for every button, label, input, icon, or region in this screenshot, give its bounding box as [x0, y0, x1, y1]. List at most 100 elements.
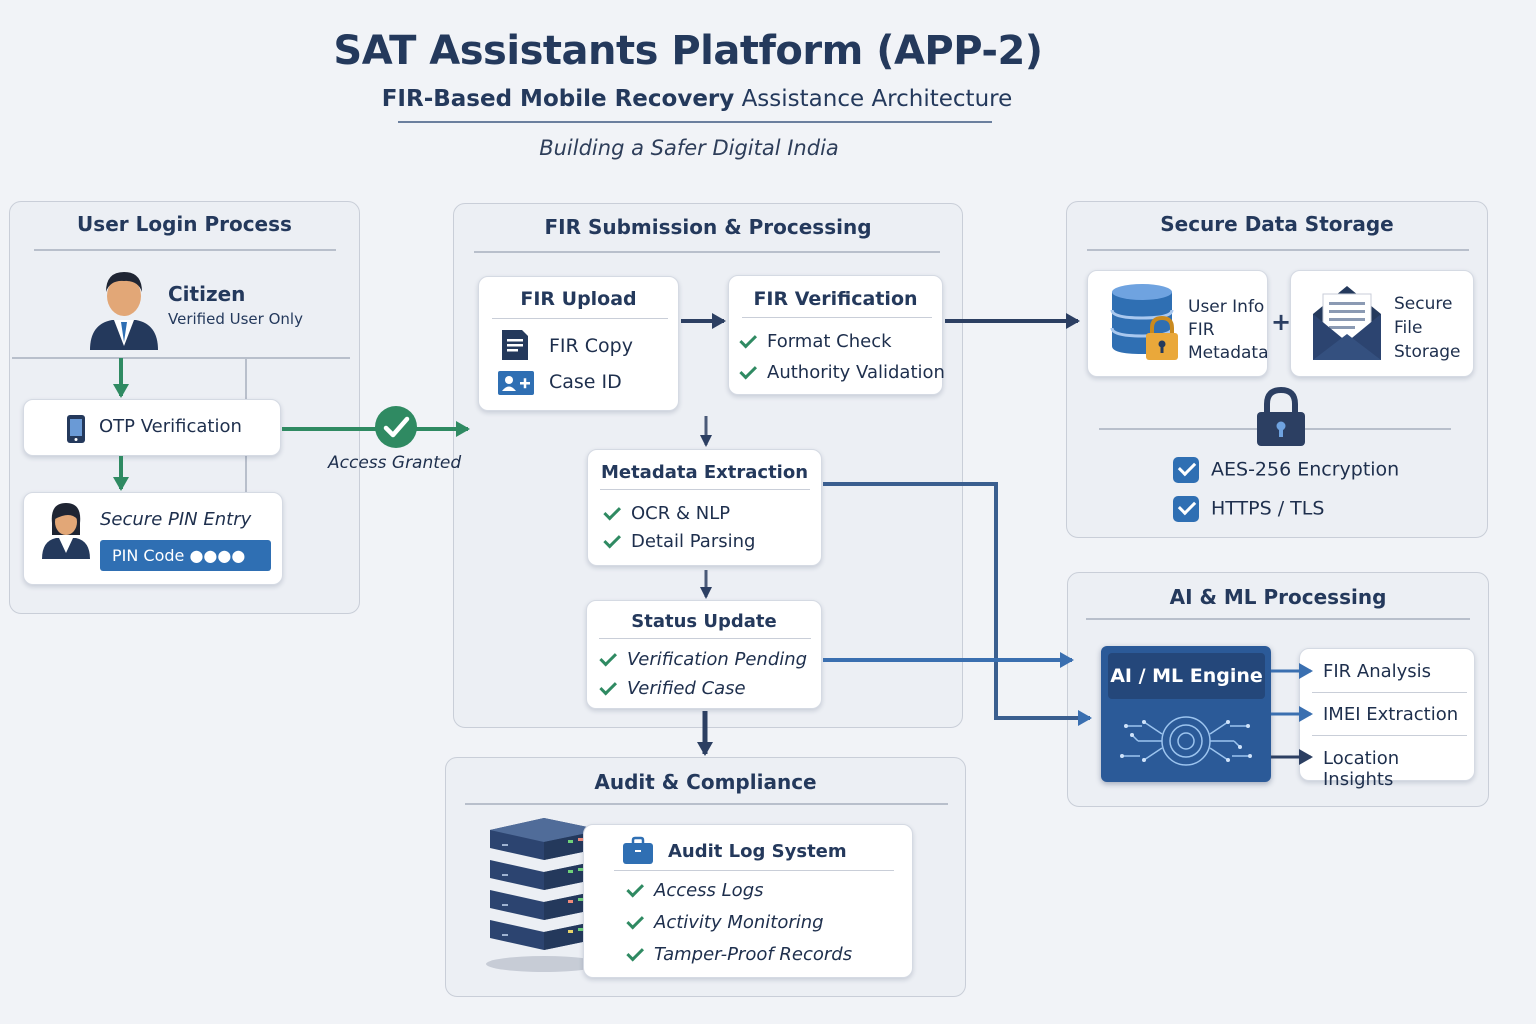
database-card[interactable]: User Info FIR Metadata — [1087, 270, 1269, 377]
ai-outputs-card: FIR Analysis IMEI Extraction Location In… — [1299, 648, 1475, 790]
file-line: File — [1394, 318, 1423, 338]
item-text: Verification Pending — [627, 649, 808, 670]
divider — [742, 317, 932, 318]
list-item: Detail Parsing — [603, 530, 756, 552]
audit-panel-title: Audit & Compliance — [594, 770, 817, 794]
check-icon — [599, 648, 618, 667]
list-item: Authority Validation — [739, 361, 945, 383]
list-item: Access Logs — [626, 879, 764, 901]
audit-log-card[interactable]: Audit Log System Access Logs Activity Mo… — [583, 824, 913, 978]
divider — [245, 357, 247, 562]
divider — [599, 638, 811, 639]
file-storage-card[interactable]: Secure File Storage — [1290, 270, 1474, 377]
document-icon — [502, 330, 528, 360]
circuit-icon — [1120, 716, 1252, 766]
metadata-extraction-card[interactable]: Metadata Extraction OCR & NLP Detail Par… — [587, 449, 822, 566]
fir-verification-card[interactable]: FIR Verification Format Check Authority … — [728, 275, 945, 395]
title-divider — [398, 121, 992, 123]
audit-system-title: Audit Log System — [668, 841, 847, 862]
item-text: Activity Monitoring — [654, 912, 824, 933]
divider — [474, 251, 940, 253]
divider — [614, 870, 894, 871]
storage-panel: Secure Data Storage User Info FIR Metada… — [1066, 201, 1488, 538]
item-text: Detail Parsing — [631, 531, 756, 552]
divider — [492, 318, 668, 319]
tagline: Building a Safer Digital India — [539, 136, 839, 160]
ai-engine-block[interactable]: AI / ML Engine — [1101, 646, 1271, 782]
feature-text: HTTPS / TLS — [1211, 497, 1325, 520]
file-label: Secure File Storage — [1394, 292, 1461, 364]
checkbox-icon — [1173, 457, 1199, 483]
padlock-icon — [1257, 386, 1305, 446]
divider — [600, 489, 810, 490]
feature-https: HTTPS / TLS — [1173, 496, 1324, 522]
secure-pin-card[interactable]: Secure PIN Entry PIN Code ●●●● — [23, 492, 283, 585]
feature-aes: AES-256 Encryption — [1173, 457, 1399, 483]
check-icon — [739, 330, 758, 349]
checkbox-icon — [1173, 496, 1199, 522]
output-fir-analysis: FIR Analysis — [1323, 661, 1432, 682]
ai-panel: AI & ML Processing AI / ML Engine FIR An… — [1067, 572, 1489, 807]
divider — [34, 249, 336, 251]
item-text: Format Check — [767, 331, 892, 352]
page-subtitle: FIR-Based Mobile Recovery Assistance Arc… — [0, 86, 1394, 112]
envelope-icon — [1313, 286, 1381, 360]
db-line: FIR — [1188, 320, 1215, 340]
pin-code-field[interactable]: PIN Code ●●●● — [100, 540, 271, 571]
list-item: Verified Case — [599, 677, 746, 699]
citizen-note: Verified User Only — [168, 310, 303, 328]
check-icon — [626, 943, 645, 962]
feature-text: AES-256 Encryption — [1211, 458, 1400, 481]
file-line: Secure — [1394, 294, 1453, 314]
fir-upload-title: FIR Upload — [520, 288, 637, 310]
status-update-card[interactable]: Status Update Verification Pending Verif… — [586, 600, 822, 709]
access-granted-label: Access Granted — [328, 453, 462, 473]
item-text: Authority Validation — [767, 362, 945, 383]
subtitle-bold: FIR-Based Mobile Recovery — [381, 86, 735, 112]
phone-icon — [67, 415, 85, 443]
otp-label: OTP Verification — [99, 416, 242, 437]
fir-copy-label: FIR Copy — [549, 335, 633, 357]
db-line: Metadata — [1188, 343, 1269, 363]
fir-upload-card[interactable]: FIR Upload FIR Copy Case ID — [478, 276, 679, 411]
person-icon — [42, 503, 90, 559]
db-line: User Info — [1188, 297, 1265, 317]
ai-engine-label: AI / ML Engine — [1108, 653, 1265, 699]
list-item: Format Check — [739, 330, 892, 352]
database-icon — [1110, 284, 1178, 360]
item-text: Tamper-Proof Records — [654, 944, 853, 965]
check-icon — [626, 911, 645, 930]
divider — [1312, 692, 1467, 693]
item-text: Verified Case — [627, 678, 746, 699]
check-icon — [603, 530, 622, 549]
person-icon — [90, 272, 158, 350]
output-location: Location Insights — [1323, 748, 1400, 790]
item-text: OCR & NLP — [631, 503, 731, 524]
divider — [1312, 735, 1467, 736]
login-panel-title: User Login Process — [77, 212, 292, 236]
fir-verification-title: FIR Verification — [753, 288, 918, 310]
citizen-label: Citizen — [168, 282, 246, 306]
file-line: Storage — [1394, 342, 1461, 362]
check-icon — [603, 502, 622, 521]
case-id-label: Case ID — [549, 371, 622, 393]
item-text: Access Logs — [654, 880, 764, 901]
db-label: User Info FIR Metadata — [1188, 296, 1269, 365]
ai-panel-title: AI & ML Processing — [1169, 585, 1387, 609]
list-item: Verification Pending — [599, 648, 808, 670]
briefcase-icon — [623, 836, 653, 864]
output-imei: IMEI Extraction — [1323, 704, 1459, 725]
divider — [12, 357, 350, 359]
list-item: Tamper-Proof Records — [626, 943, 853, 965]
divider — [1086, 618, 1470, 620]
otp-verification-card[interactable]: OTP Verification — [23, 399, 281, 456]
id-card-icon — [498, 371, 534, 395]
list-item: OCR & NLP — [603, 502, 731, 524]
fir-panel-title: FIR Submission & Processing — [544, 215, 872, 239]
storage-panel-title: Secure Data Storage — [1160, 212, 1394, 236]
divider — [465, 803, 948, 805]
audit-panel: Audit & Compliance — [445, 757, 966, 997]
pin-title: Secure PIN Entry — [100, 509, 252, 530]
login-panel: User Login Process Citizen Verified User… — [9, 201, 360, 614]
divider — [1087, 249, 1469, 251]
